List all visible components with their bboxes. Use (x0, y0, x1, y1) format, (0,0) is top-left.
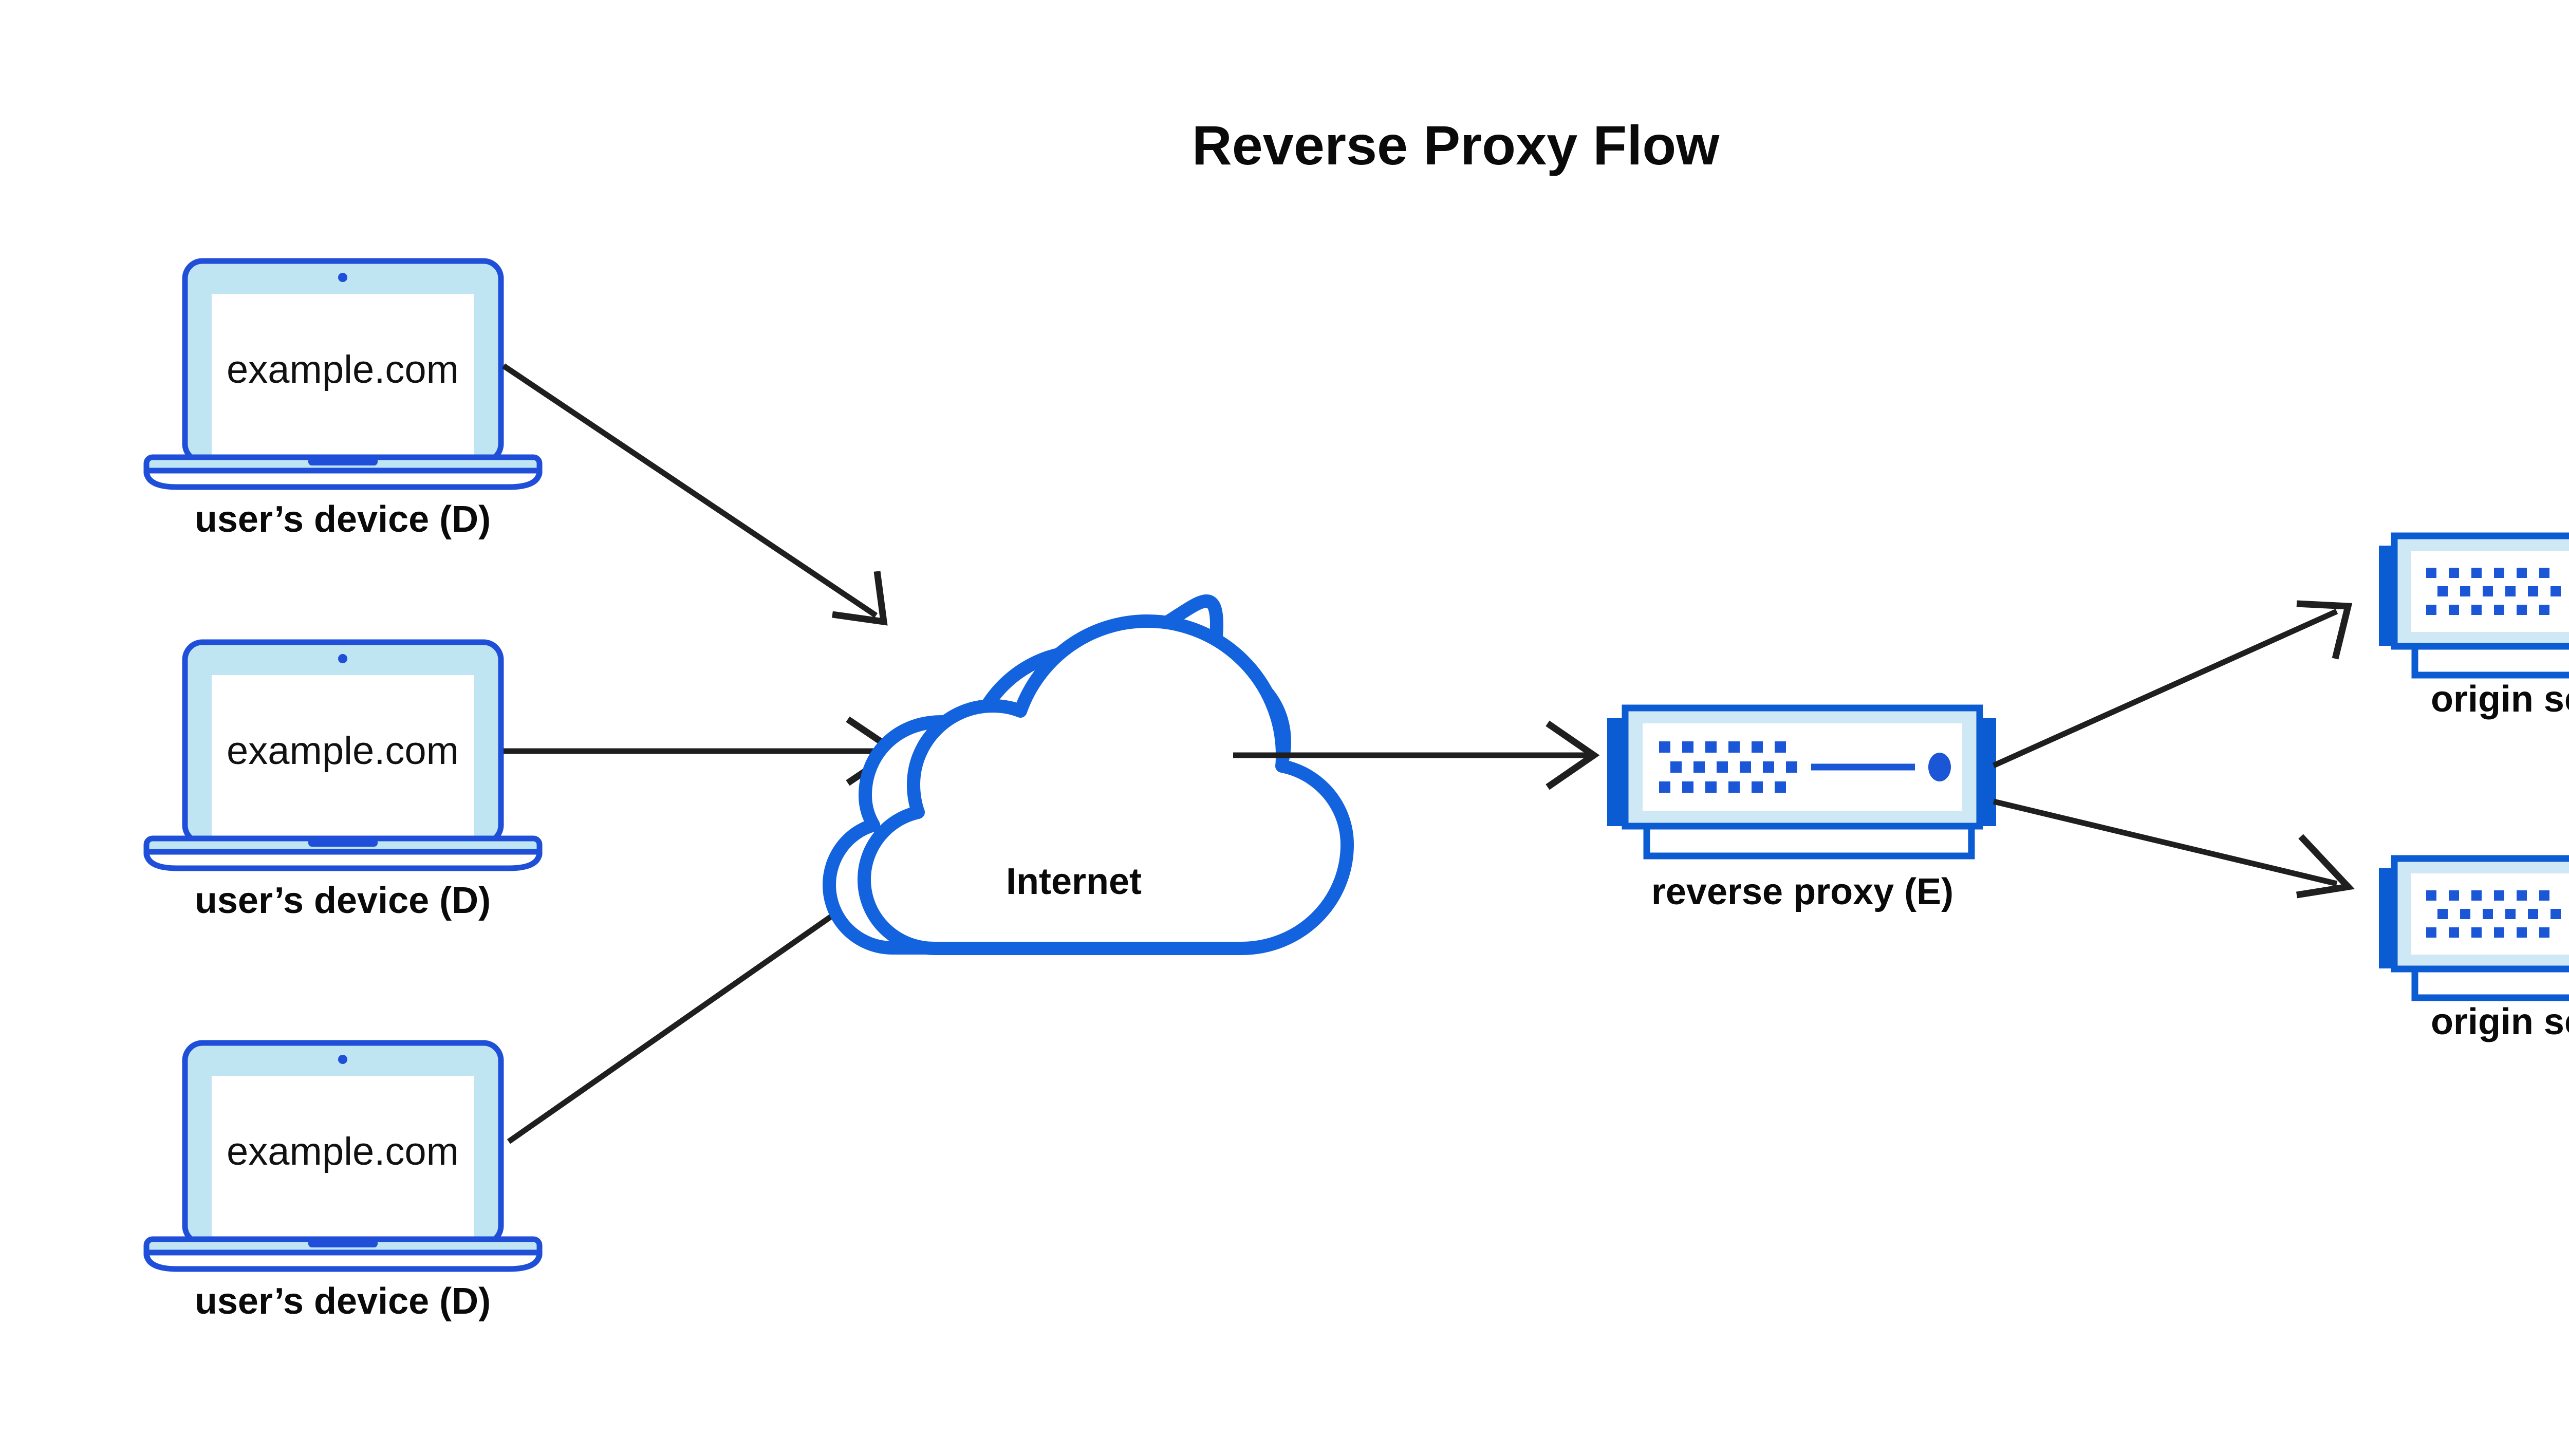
origin-server-node-2[interactable]: origin server (F) (2379, 855, 2569, 1042)
server-status-light (1928, 753, 1951, 781)
laptop-base-underside (143, 1249, 543, 1272)
internet-label: Internet (1006, 861, 1142, 902)
client-node-3[interactable]: example.com user’s device (D) (143, 1040, 543, 1322)
client-node-1[interactable]: example.com user’s device (D) (143, 258, 543, 540)
client-node-2[interactable]: example.com user’s device (D) (143, 639, 543, 921)
edge-proxy-origin2 (1993, 798, 2355, 899)
internet-node[interactable]: Internet (823, 594, 1354, 955)
laptop-base-underside (143, 849, 543, 871)
laptop-trackpad-notch (308, 1239, 378, 1247)
edge-internet-proxy (1233, 720, 1600, 790)
laptop-icon-3 (143, 1040, 543, 1272)
client-screen-text-2: example.com (227, 729, 459, 773)
laptop-trackpad-notch (308, 457, 378, 465)
origin-server-label-1: origin server (F) (2431, 679, 2569, 720)
server-led-grid (2426, 568, 2561, 615)
client-screen-text-1: example.com (227, 348, 459, 391)
laptop-screen (212, 294, 474, 457)
laptop-icon-1 (143, 258, 543, 490)
laptop-camera-dot (338, 273, 347, 282)
origin-server-node-1[interactable]: origin server (F) (2379, 532, 2569, 720)
page-title: Reverse Proxy Flow (1192, 114, 1720, 176)
laptop-screen (212, 1076, 474, 1239)
laptop-trackpad-notch (308, 838, 378, 847)
client-label-1: user’s device (D) (195, 499, 491, 540)
client-label-2: user’s device (D) (195, 880, 491, 921)
server-shelf (2411, 643, 2569, 679)
reverse-proxy-label: reverse proxy (E) (1651, 871, 1953, 912)
server-shelf (2411, 965, 2569, 1001)
server-icon-origin-1 (2379, 532, 2569, 679)
laptop-camera-dot (338, 654, 347, 663)
edge-client1-internet (501, 363, 888, 626)
server-led-grid (1659, 741, 1797, 793)
edge-proxy-origin1 (1992, 600, 2353, 769)
server-led-grid (2426, 890, 2561, 938)
laptop-camera-dot (338, 1055, 347, 1064)
origin-server-label-2: origin server (F) (2431, 1001, 2569, 1042)
client-label-3: user’s device (D) (195, 1281, 491, 1322)
laptop-base-underside (143, 468, 543, 490)
laptop-icon-2 (143, 639, 543, 871)
server-icon-proxy (1607, 704, 1996, 860)
laptop-screen (212, 675, 474, 838)
cloud-icon-body (858, 614, 1354, 955)
server-shelf (1643, 823, 1975, 860)
reverse-proxy-node[interactable]: reverse proxy (E) (1607, 704, 1996, 912)
server-icon-origin-2 (2379, 855, 2569, 1001)
client-screen-text-3: example.com (227, 1130, 459, 1173)
